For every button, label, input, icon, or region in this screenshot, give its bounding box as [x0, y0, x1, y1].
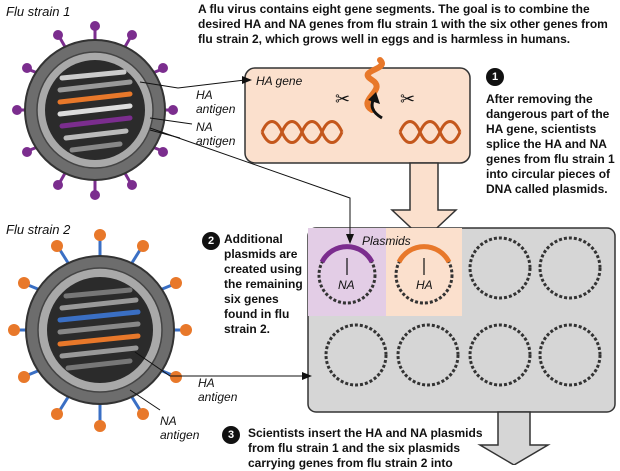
step-1-badge: 1	[486, 68, 504, 86]
strain2-na-label: NA antigen	[160, 414, 200, 442]
na-insert	[319, 244, 375, 264]
plasmid-circles	[317, 236, 602, 387]
step-3-text: Scientists insert the HA and NA plasmids…	[248, 426, 483, 470]
flu-strain-1-virus	[12, 21, 178, 200]
strain2-title: Flu strain 2	[6, 222, 71, 237]
ha-gene-label: HA gene	[256, 74, 303, 88]
ha-gene-panel	[244, 67, 471, 164]
scissors-icon: ✂	[400, 89, 415, 109]
plasmids-label: Plasmids	[362, 234, 411, 248]
step-1-text: After removing the dangerous part of the…	[486, 92, 615, 196]
ha-gene-helix	[260, 120, 462, 144]
plasmid-ha-label: HA	[416, 278, 433, 292]
scissors-icon: ✂	[335, 89, 350, 109]
strain1-na-label: NA antigen	[196, 120, 236, 148]
strain1-title: Flu strain 1	[6, 4, 71, 19]
step-2-badge: 2	[202, 232, 220, 250]
down-arrow-1	[390, 162, 458, 242]
strain2-ha-label: HA antigen	[198, 376, 238, 404]
strain1-ha-label: HA antigen	[196, 88, 236, 116]
step-3-badge: 3	[222, 426, 240, 444]
down-arrow-2	[477, 411, 551, 465]
intro-text: A flu virus contains eight gene segments…	[198, 2, 608, 46]
ha-insert	[396, 244, 452, 264]
flu-strain-2-virus	[8, 229, 192, 432]
step-2-text: Additional plasmids are created using th…	[224, 232, 303, 336]
plasmid-na-label: NA	[338, 278, 355, 292]
ha-gene-segment	[364, 57, 385, 113]
